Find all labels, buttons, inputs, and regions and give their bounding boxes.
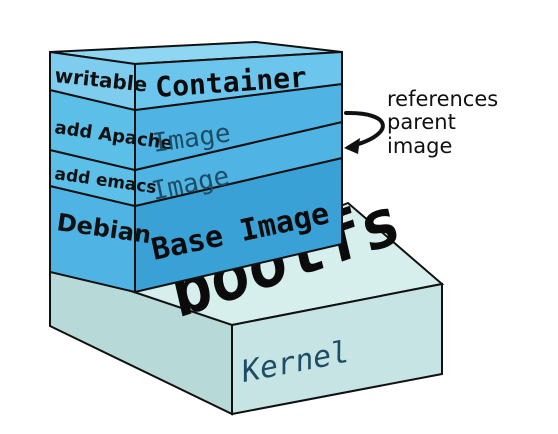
- annotation-line-3: image: [387, 134, 452, 158]
- annotation-line-2: parent: [387, 110, 456, 134]
- references-annotation: references parent image: [344, 87, 498, 158]
- arrowhead-icon: [344, 138, 360, 154]
- curved-arrow-icon: [344, 110, 385, 148]
- layer-debian: Debian Base Image: [49, 156, 343, 294]
- annotation-line-1: references: [387, 87, 498, 111]
- kernel-front-face: [231, 282, 443, 416]
- container-front-face: [134, 50, 343, 112]
- kernel-block: bootfs Kernel: [49, 181, 445, 416]
- layer-container: writable Container: [49, 40, 343, 112]
